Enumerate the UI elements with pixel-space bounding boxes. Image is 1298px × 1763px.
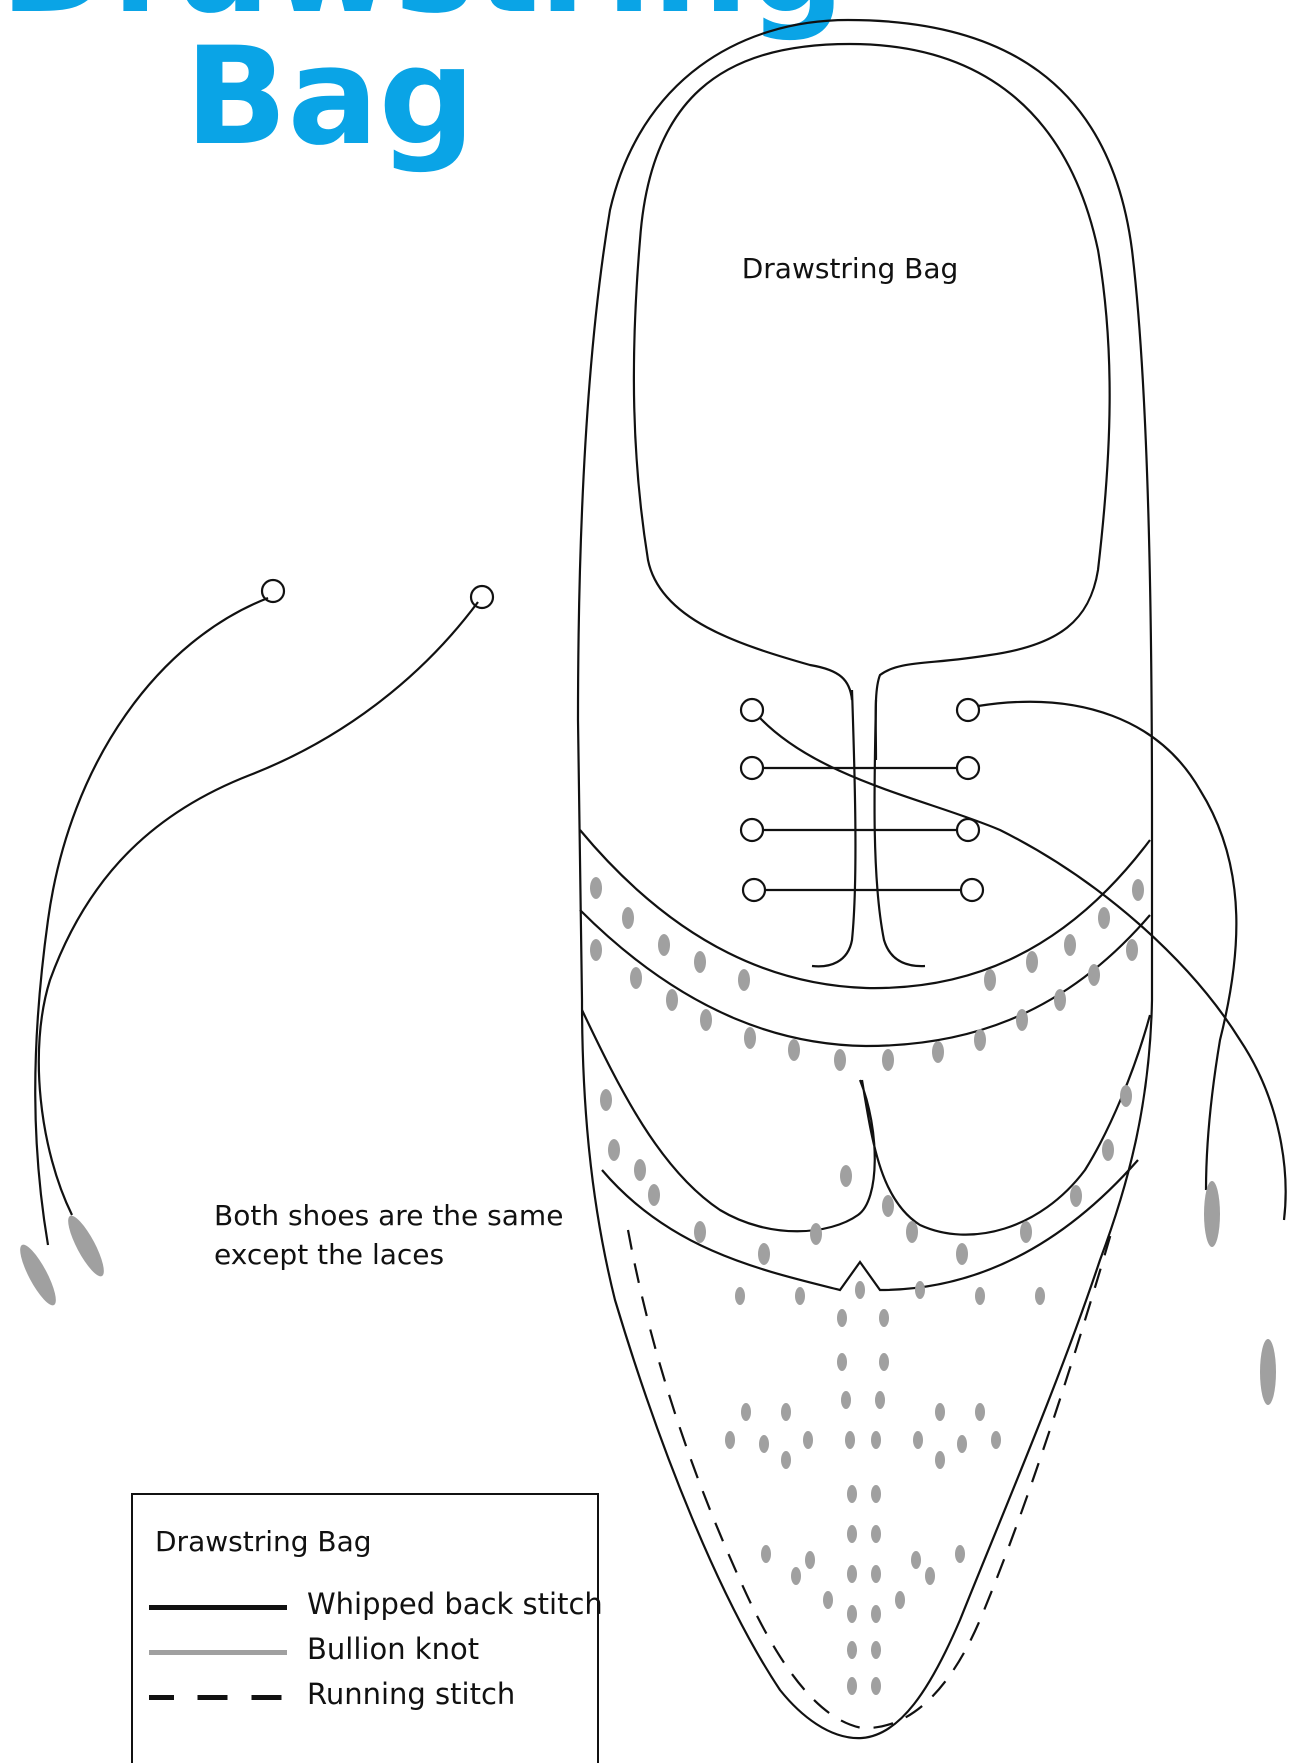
left-lace-2	[39, 602, 478, 1215]
eyelet-icons	[741, 699, 983, 901]
laces-note: Both shoes are the same except the laces	[214, 1196, 563, 1274]
right-facing	[874, 700, 925, 966]
grey-line-swatch	[149, 1650, 287, 1655]
shoe-label: Drawstring Bag	[600, 252, 1100, 285]
legend-item-bullion-knot: Bullion knot	[149, 1631, 589, 1671]
right-lace-2	[978, 702, 1236, 1190]
legend-title: Drawstring Bag	[155, 1525, 372, 1558]
lace-end-loop-icon	[262, 580, 284, 602]
laces-note-line-2: except the laces	[214, 1235, 563, 1274]
solid-line-swatch	[149, 1605, 287, 1610]
legend-label: Running stitch	[307, 1677, 515, 1711]
wingtip-seam-lower	[602, 1160, 1138, 1290]
wingtip-seam	[582, 1010, 1150, 1235]
left-lace-1	[35, 598, 268, 1245]
collar-outline	[634, 44, 1110, 760]
legend-item-whipped-back-stitch: Whipped back stitch	[149, 1586, 589, 1626]
vamp-seam-lower	[580, 910, 1150, 1046]
dashed-line-swatch	[149, 1695, 287, 1700]
legend-label: Bullion knot	[307, 1632, 479, 1666]
lacing-bars	[763, 768, 961, 890]
legend-item-running-stitch: Running stitch	[149, 1676, 589, 1716]
stitch-legend: Drawstring Bag Whipped back stitch Bulli…	[131, 1493, 599, 1763]
vamp-seam-upper	[580, 830, 1150, 988]
lace-end-loop-icon	[471, 586, 493, 608]
legend-label: Whipped back stitch	[307, 1587, 603, 1621]
laces-note-line-1: Both shoes are the same	[214, 1196, 563, 1235]
aglet-icons	[14, 1181, 1276, 1405]
left-facing	[812, 690, 855, 966]
brogue-perforations	[590, 877, 1144, 1695]
